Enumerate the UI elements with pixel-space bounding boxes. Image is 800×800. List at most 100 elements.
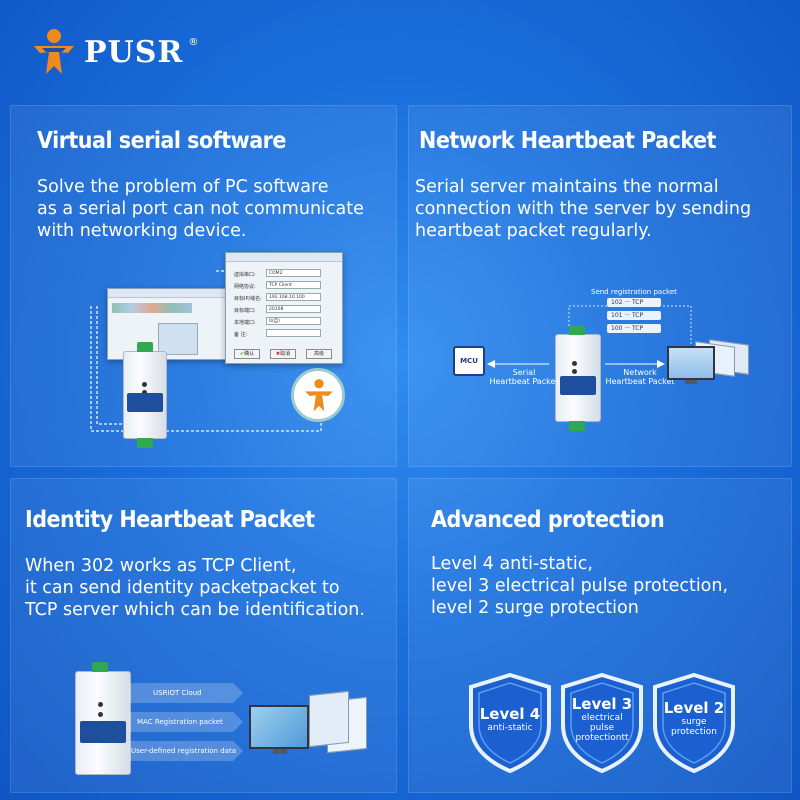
pusr-logo-icon: [34, 29, 74, 74]
serial-server-device: [123, 342, 167, 448]
brand-reg: ®: [188, 36, 199, 48]
identity-label: MAC Registration packet: [137, 718, 223, 726]
registration-title: Send registration packet: [591, 288, 677, 296]
screen-back: [309, 690, 349, 748]
status-led: [572, 369, 577, 374]
shield-level: Level 3: [571, 695, 633, 713]
panel-advanced-protection: Advanced protection Level 4 anti-static,…: [408, 478, 792, 793]
shield-sub: electrical: [581, 713, 623, 723]
label-line: Network: [623, 368, 657, 377]
terminal-block: [136, 438, 153, 448]
local-port-field[interactable]: 0(自): [266, 317, 321, 325]
shield-text: Level 4 anti-static: [467, 705, 553, 733]
panel-title: Network Heartbeat Packet: [419, 128, 716, 154]
dialog-label: 目标IP/域名:: [234, 296, 262, 302]
status-led: [98, 712, 103, 717]
shield-icon: [561, 672, 643, 774]
desc-line: Serial server maintains the normal: [415, 177, 719, 197]
desc-line: as a serial port can not communicate: [37, 199, 364, 219]
software-window: [107, 288, 247, 360]
shield-sub: pulse: [589, 723, 615, 733]
desc-line: TCP server which can be identification.: [25, 600, 365, 620]
close-icon: ✖: [275, 351, 281, 357]
status-led: [142, 390, 147, 395]
target-port-field[interactable]: 20108: [266, 305, 321, 313]
brand-name: PUSR: [84, 34, 184, 70]
shield-icon: [469, 672, 551, 774]
dialog-ok-button[interactable]: ✔确认: [234, 349, 260, 359]
identity-arrows: [129, 683, 243, 761]
desc-line: connection with the server by sending: [415, 199, 752, 219]
add-virtual-port-dialog: 虚拟串口: COM2 网络协议: TCP Client 目标IP/域名: 192…: [225, 252, 343, 364]
dialog-label: 网络协议:: [234, 284, 256, 290]
terminal-block: [92, 662, 109, 672]
software-window-bar: [108, 289, 246, 298]
target-ip-field[interactable]: 192.168.10.100: [266, 293, 321, 301]
server-monitor: [667, 346, 715, 380]
monitor-stand: [273, 749, 287, 754]
cancel-label: 取消: [280, 351, 291, 357]
device-label: [127, 393, 163, 413]
terminal-block: [569, 421, 586, 431]
serial-heartbeat-label: Serial Heartbeat Packet: [489, 368, 559, 386]
desc-line: level 2 surge protection: [431, 598, 639, 618]
desc-line: level 3 electrical pulse protection,: [431, 576, 729, 596]
server-monitor: [249, 705, 309, 749]
desc-line: Level 4 anti-static,: [431, 554, 593, 574]
virtual-port-select[interactable]: COM2: [266, 269, 321, 277]
advanced-label: 高级: [313, 351, 324, 357]
label-line: Serial: [512, 368, 536, 377]
pusr-badge: [291, 368, 345, 422]
monitor-stand: [685, 380, 697, 384]
mcu-chip: MCU: [453, 346, 485, 376]
dialog-titlebar: [226, 253, 342, 262]
software-panel: [158, 323, 198, 355]
dialog-label: 备 注:: [234, 332, 248, 338]
pusr-logo: PUSR ®: [28, 26, 198, 78]
shield-sub: surge: [681, 717, 707, 727]
shield-icon: [653, 672, 735, 774]
panel-identity-heartbeat: Identity Heartbeat Packet When 302 works…: [10, 478, 397, 793]
shield-sub: protectiontt: [575, 733, 629, 743]
serial-server-device: [555, 325, 601, 431]
shield-sub: protection: [671, 727, 717, 737]
dialog-advanced-button[interactable]: 高级: [306, 349, 332, 359]
panel-title: Identity Heartbeat Packet: [25, 507, 315, 533]
shield-level: Level 2: [663, 699, 725, 717]
panel-description: When 302 works as TCP Client, it can sen…: [25, 555, 365, 621]
registration-row: 102 ··· TCP: [607, 298, 661, 307]
check-icon: ✔: [239, 351, 245, 357]
identity-label: User-defined registration data: [131, 747, 236, 755]
status-led: [142, 382, 147, 387]
status-led: [98, 702, 103, 707]
connection-lines: [90, 270, 322, 432]
shield-text: Level 2 surge protection: [651, 699, 737, 737]
panel-virtual-serial: Virtual serial software Solve the proble…: [10, 105, 397, 467]
shield-level-3: Level 3 electrical pulse protectiontt: [559, 672, 645, 774]
desc-line: heartbeat packet regularly.: [415, 221, 652, 241]
panel-title: Advanced protection: [431, 507, 665, 533]
protocol-select[interactable]: TCP Client: [266, 281, 321, 289]
desc-line: Solve the problem of PC software: [37, 177, 329, 197]
shield-level: Level 4: [479, 705, 541, 723]
desc-line: with networking device.: [37, 221, 247, 241]
identity-label: USRIOT Cloud: [153, 689, 202, 697]
serial-server-device: [75, 662, 131, 775]
shield-sub: anti-static: [487, 723, 533, 733]
panel-description: Serial server maintains the normal conne…: [415, 176, 751, 242]
panel-description: Level 4 anti-static, level 3 electrical …: [431, 553, 728, 619]
registration-row: 100 ··· TCP: [607, 324, 661, 333]
note-field[interactable]: [266, 329, 321, 337]
dialog-label: 本地端口:: [234, 320, 256, 326]
panel-description: Solve the problem of PC software as a se…: [37, 176, 364, 242]
panel-title: Virtual serial software: [37, 128, 286, 154]
heartbeat-arrows: [487, 305, 692, 368]
shield-level-4: Level 4 anti-static: [467, 672, 553, 774]
dialog-cancel-button[interactable]: ✖取消: [270, 349, 296, 359]
shield-level-2: Level 2 surge protection: [651, 672, 737, 774]
toolbar-icons: [112, 303, 192, 313]
shield-text: Level 3 electrical pulse protectiontt: [559, 695, 645, 743]
device-label: [80, 720, 126, 744]
desc-line: When 302 works as TCP Client,: [25, 556, 297, 576]
label-line: Heartbeat Packet: [605, 377, 675, 386]
